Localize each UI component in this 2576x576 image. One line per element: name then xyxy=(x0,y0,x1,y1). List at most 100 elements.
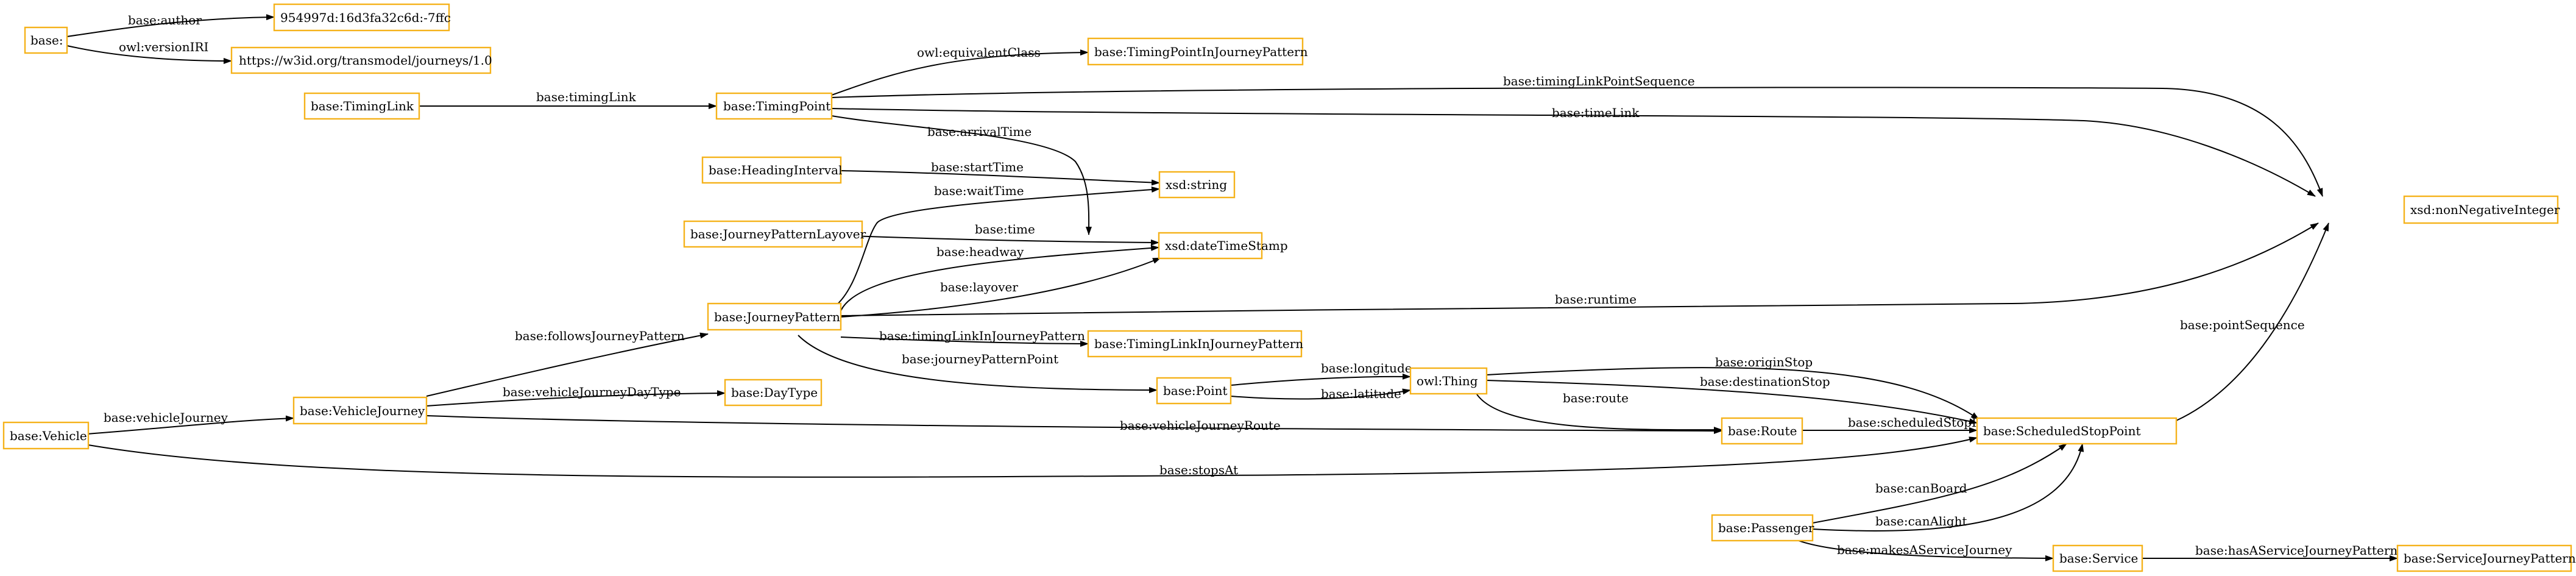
edge-followsjourneypattern: base:followsJourneyPattern xyxy=(426,329,709,397)
edge-label-vjroute: base:vehicleJourneyRoute xyxy=(1120,418,1281,433)
node-scheduledstoppoint[interactable]: base:ScheduledStopPoint xyxy=(1976,417,2178,445)
node-point[interactable]: base:Point xyxy=(1156,377,1232,405)
edge-headway: base:headway xyxy=(840,244,1159,311)
edge-runtime: base:runtime xyxy=(840,222,2319,316)
edge-stopsat: base:stopsAt xyxy=(88,436,1978,478)
edge-journeypatternpoint: base:journeyPatternPoint xyxy=(798,335,1158,393)
edge-label-destinationstop: base:destinationStop xyxy=(1700,374,1830,389)
edge-author: base:author xyxy=(66,13,275,37)
edge-scheduledstoppoint: base:scheduledStopPoint xyxy=(1802,415,2003,433)
node-label-base: base: xyxy=(30,33,63,48)
node-headinginterval[interactable]: base:HeadingInterval xyxy=(701,156,842,184)
edge-timinglinkpointsequence: base:timingLinkPointSequence xyxy=(831,74,2323,197)
node-label-sjp: base:ServiceJourneyPattern xyxy=(2404,551,2576,566)
node-label-vehicle: base:Vehicle xyxy=(10,428,87,443)
edge-hasaservicejourneypattern: base:hasAServiceJourneyPattern xyxy=(2142,543,2398,561)
edge-label-time: base:time xyxy=(975,222,1035,236)
node-label-xsd-string: xsd:string xyxy=(1166,177,1227,192)
edge-makesaservicejourney: base:makesAServiceJourney xyxy=(1791,537,2054,561)
edge-route: base:route xyxy=(1474,389,1722,433)
edge-destinationstop: base:destinationStop xyxy=(1486,374,1978,425)
node-label-passenger: base:Passenger xyxy=(1718,521,1814,535)
edge-timelink: base:timeLink xyxy=(831,105,2316,197)
node-label-version-iri: https://w3id.org/transmodel/journeys/1.0 xyxy=(239,53,492,68)
node-servicejourneypattern[interactable]: base:ServiceJourneyPattern xyxy=(2396,544,2576,572)
edge-label-starttime: base:startTime xyxy=(931,160,1024,174)
node-timinglink[interactable]: base:TimingLink xyxy=(303,92,420,120)
node-route[interactable]: base:Route xyxy=(1721,417,1803,445)
edge-label-timelink: base:timeLink xyxy=(1552,105,1640,120)
node-timingpointinjourneypattern[interactable]: base:TimingPointInJourneyPattern xyxy=(1087,37,1308,66)
node-xsd-datetimestamp[interactable]: xsd:dateTimeStamp xyxy=(1158,232,1288,260)
edge-label-equivalentclass: owl:equivalentClass xyxy=(917,45,1041,60)
edge-label-latitude: base:latitude xyxy=(1321,386,1401,401)
node-passenger[interactable]: base:Passenger xyxy=(1711,514,1814,542)
node-label-timinglink: base:TimingLink xyxy=(311,99,414,113)
edge-versioniri: owl:versionIRI xyxy=(66,40,232,64)
edge-label-tlpointsequence: base:timingLinkPointSequence xyxy=(1503,74,1695,88)
edge-equivalentclass: owl:equivalentClass xyxy=(831,45,1089,96)
edge-label-canalight: base:canAlight xyxy=(1875,514,1967,528)
edge-arrivaltime: base:arrivalTime xyxy=(831,115,1092,235)
edge-canboard: base:canBoard xyxy=(1812,443,2067,524)
edge-label-makessj: base:makesAServiceJourney xyxy=(1837,542,2012,557)
node-label-route: base:Route xyxy=(1728,424,1797,438)
node-label-timingpoint: base:TimingPoint xyxy=(723,99,830,113)
edge-timinglink: base:timingLink xyxy=(419,90,717,109)
edge-originstop: base:originStop xyxy=(1486,355,1980,420)
edge-label-vjdaytype: base:vehicleJourneyDayType xyxy=(503,385,681,399)
node-timinglinkinjourneypattern[interactable]: base:TimingLinkInJourneyPattern xyxy=(1087,330,1303,358)
edge-canalight: base:canAlight xyxy=(1812,443,2084,532)
node-xsd-string[interactable]: xsd:string xyxy=(1158,171,1236,199)
node-label-jplayover: base:JourneyPatternLayover xyxy=(690,227,866,241)
edge-label-vehiclejourney: base:vehicleJourney xyxy=(104,410,228,425)
edge-label-author: base:author xyxy=(128,13,202,27)
edge-layover: base:layover xyxy=(840,257,1161,318)
edge-label-headway: base:headway xyxy=(936,244,1024,259)
node-daytype[interactable]: base:DayType xyxy=(724,379,823,407)
node-journeypattern[interactable]: base:JourneyPattern xyxy=(707,302,842,331)
edge-label-hassjp: base:hasAServiceJourneyPattern xyxy=(2195,543,2397,558)
node-owl-thing[interactable]: owl:Thing xyxy=(1409,367,1488,395)
node-service[interactable]: base:Service xyxy=(2052,544,2143,572)
edges: base:author owl:versionIRI base:timingLi… xyxy=(66,13,2398,561)
node-base[interactable]: base: xyxy=(24,26,68,54)
node-label-tpijp: base:TimingPointInJourneyPattern xyxy=(1094,44,1308,59)
node-xsd-nonnegativeinteger[interactable]: xsd:nonNegativeInteger xyxy=(2403,195,2560,224)
edge-label-followsjp: base:followsJourneyPattern xyxy=(515,329,685,343)
node-vehicle[interactable]: base:Vehicle xyxy=(2,421,90,450)
node-label-datetimestamp: xsd:dateTimeStamp xyxy=(1165,238,1288,253)
node-label-thing: owl:Thing xyxy=(1417,374,1478,388)
node-label-journeypattern: base:JourneyPattern xyxy=(714,310,840,324)
node-timingpoint[interactable]: base:TimingPoint xyxy=(715,92,833,120)
nodes: base: 954997d:16d3fa32c6d:-7ffc https://… xyxy=(2,3,2576,572)
node-version-iri[interactable]: https://w3id.org/transmodel/journeys/1.0 xyxy=(230,46,492,74)
edge-label-waittime: base:waitTime xyxy=(934,183,1024,198)
edge-label-tlijp: base:timingLinkInJourneyPattern xyxy=(879,329,1085,343)
edge-time: base:time xyxy=(819,222,1159,246)
node-label-service: base:Service xyxy=(2059,551,2138,566)
edge-label-layover: base:layover xyxy=(940,280,1018,294)
node-label-author-literal: 954997d:16d3fa32c6d:-7ffc xyxy=(280,10,451,25)
node-journeypatternlayover[interactable]: base:JourneyPatternLayover xyxy=(683,220,866,248)
edge-label-canboard: base:canBoard xyxy=(1875,481,1967,496)
node-label-ssp: base:ScheduledStopPoint xyxy=(1983,424,2141,438)
node-label-vehiclejourney: base:VehicleJourney xyxy=(300,404,425,418)
edge-vehiclejourneyroute: base:vehicleJourneyRoute xyxy=(426,415,1722,434)
edge-label-versioniri: owl:versionIRI xyxy=(119,40,208,54)
edge-label-pointsequence: base:pointSequence xyxy=(2180,318,2305,332)
edge-vehiclejourneydaytype: base:vehicleJourneyDayType xyxy=(426,385,726,407)
edge-label-originstop: base:originStop xyxy=(1715,355,1813,369)
edge-latitude: base:latitude xyxy=(1230,386,1411,401)
node-label-tlijp: base:TimingLinkInJourneyPattern xyxy=(1094,336,1303,351)
node-author-literal[interactable]: 954997d:16d3fa32c6d:-7ffc xyxy=(273,3,451,32)
edge-label-route: base:route xyxy=(1563,391,1629,405)
edge-waittime: base:waitTime xyxy=(834,183,1160,307)
node-label-headinginterval: base:HeadingInterval xyxy=(709,163,842,177)
edge-label-arrivaltime: base:arrivalTime xyxy=(927,124,1031,139)
edge-label-longitude: base:longitude xyxy=(1321,361,1412,375)
edge-timinglinkinjourneypattern: base:timingLinkInJourneyPattern xyxy=(840,329,1089,347)
edge-vehiclejourney: base:vehicleJourney xyxy=(87,410,294,435)
node-vehiclejourney[interactable]: base:VehicleJourney xyxy=(292,396,428,425)
